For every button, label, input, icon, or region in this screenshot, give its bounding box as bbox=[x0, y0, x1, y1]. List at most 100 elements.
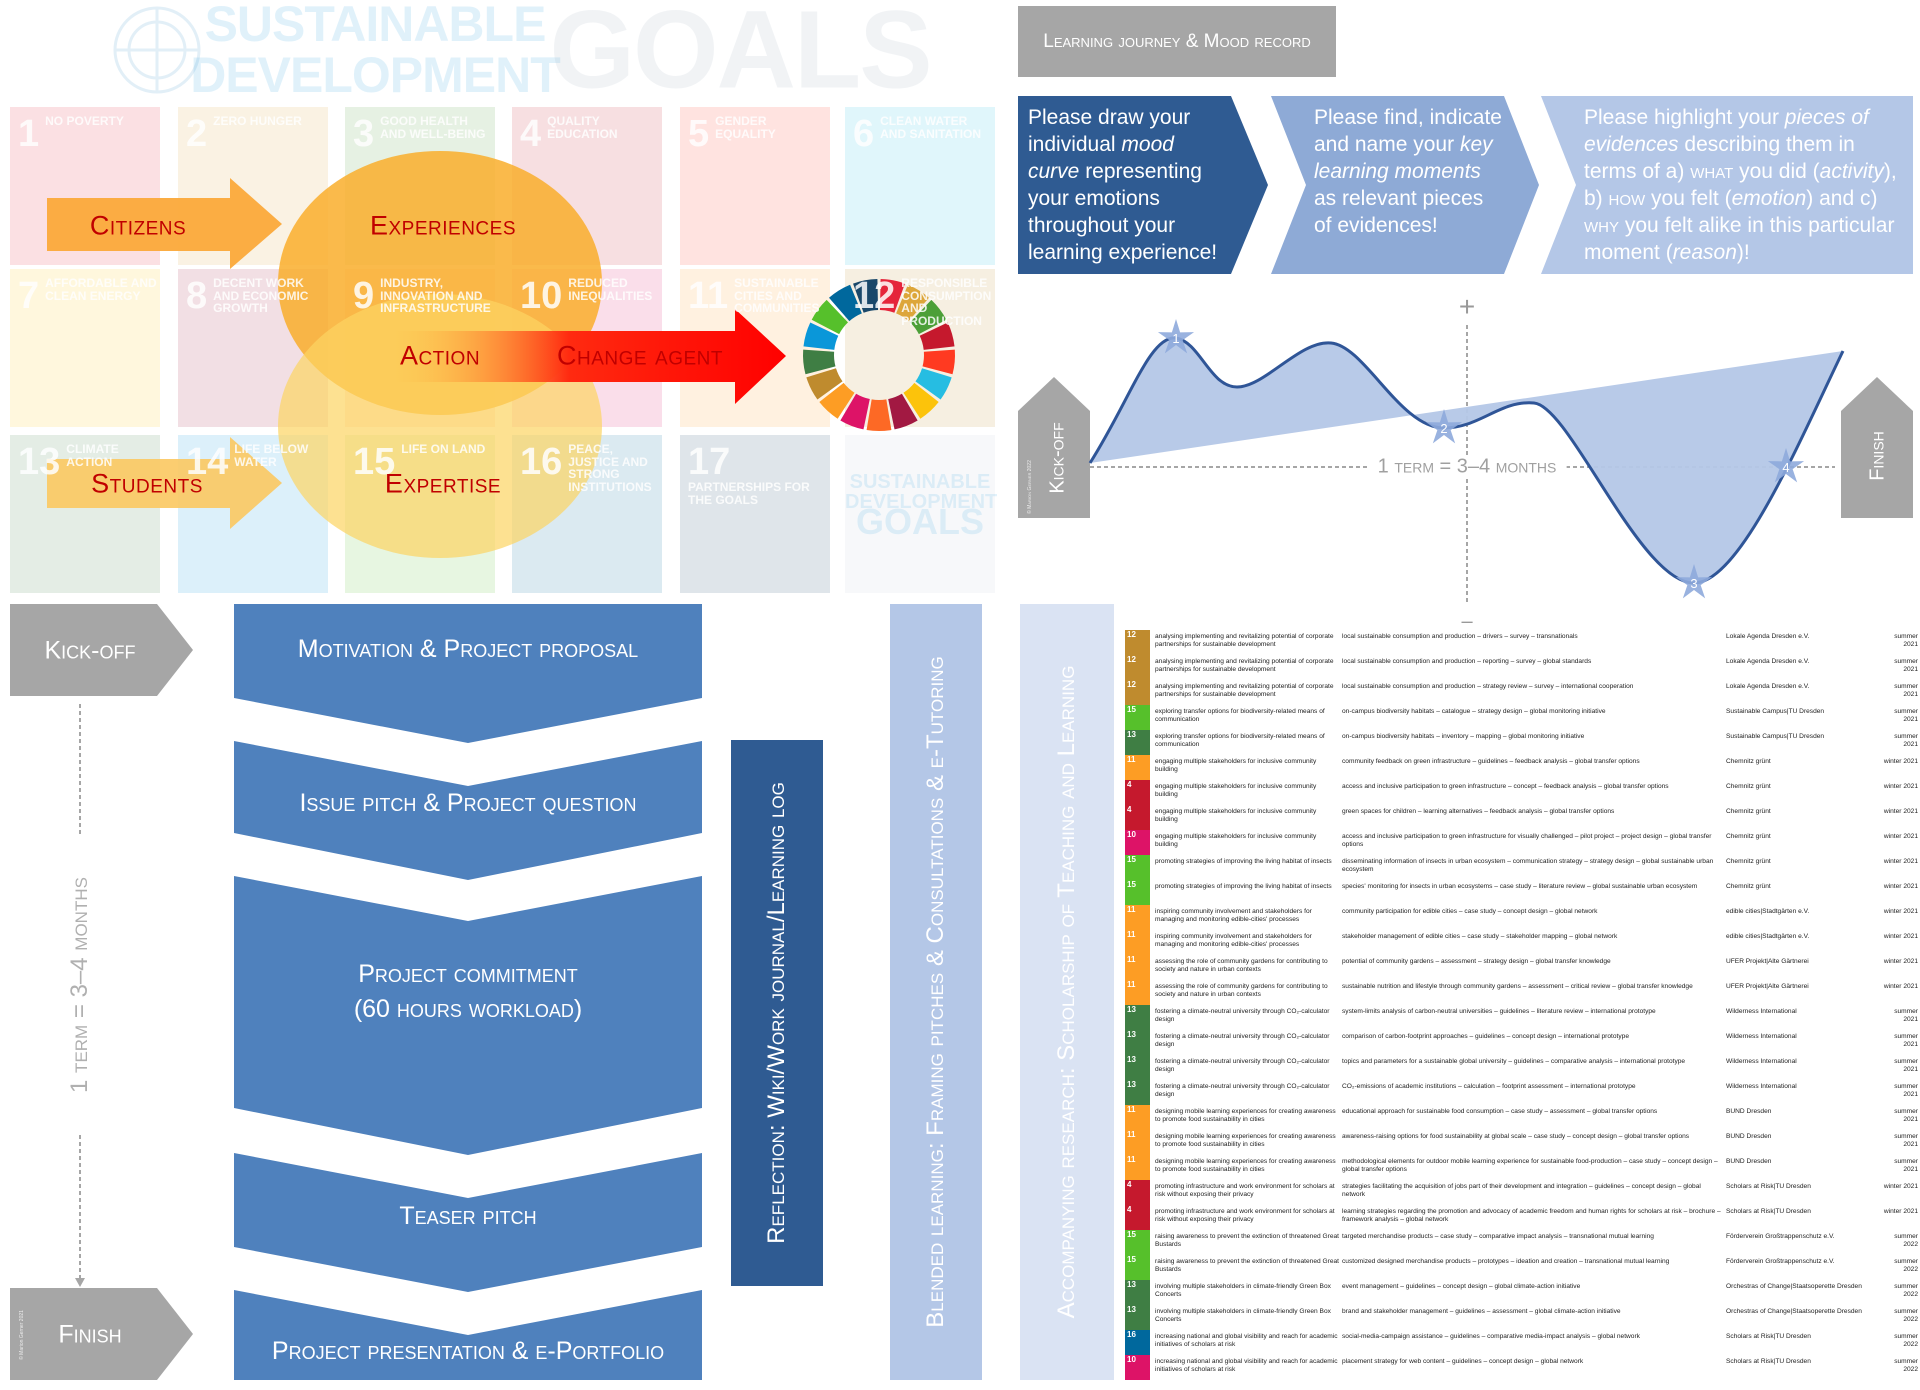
sdg-icon: 4 bbox=[1125, 1180, 1150, 1205]
s3n: reason bbox=[1672, 241, 1737, 264]
sdg-tile-text: Good health and well-being bbox=[380, 114, 486, 141]
sdg-wheel-segment bbox=[803, 322, 839, 350]
sdg-wheel-segment bbox=[853, 279, 879, 313]
s3c: describing them in terms of a) bbox=[1584, 133, 1855, 183]
sdg-tile-number: 9 bbox=[353, 275, 375, 317]
sdg-tile-label: 1No poverty bbox=[18, 115, 158, 153]
step2-pre: Please find, indicate and name your bbox=[1314, 106, 1502, 156]
partner-cell: Lokale Agenda Dresden e.V. bbox=[1726, 658, 1810, 665]
table-row: 11 designing mobile learning experiences … bbox=[1125, 1105, 1918, 1130]
activity-cell: engaging multiple stakeholders for inclu… bbox=[1155, 783, 1317, 799]
sdg-tile-label: 2Zero hunger bbox=[186, 115, 326, 153]
s3m: you felt alike in this particular moment… bbox=[1584, 214, 1895, 264]
sdg-icon: 11 bbox=[1125, 905, 1150, 930]
s3o: )! bbox=[1736, 241, 1750, 264]
process-finish-label: Finish bbox=[58, 1320, 122, 1349]
activity-cell: assessing the role of community gardens … bbox=[1155, 958, 1328, 974]
partner-cell: BUND Dresden bbox=[1726, 1133, 1772, 1140]
key-moment-number: 2 bbox=[1440, 421, 1447, 436]
activity-cell: inspiring community involvement and stak… bbox=[1155, 933, 1312, 949]
step1-pre: Please draw your individual bbox=[1028, 106, 1191, 156]
s3a: Please highlight your bbox=[1584, 106, 1785, 129]
sdg-icon: 15 bbox=[1125, 855, 1150, 880]
topic-cell: topics and parameters for a sustainable … bbox=[1342, 1058, 1686, 1065]
topic-cell: local sustainable consumption and produc… bbox=[1342, 658, 1592, 665]
sdg-icon: 15 bbox=[1125, 1255, 1150, 1280]
sdg-wheel-segment bbox=[903, 382, 939, 419]
activity-cell: increasing national and global visibilit… bbox=[1155, 1358, 1338, 1374]
process-kickoff-label: Kick-off bbox=[44, 636, 136, 665]
topic-cell: community feedback on green infrastructu… bbox=[1342, 758, 1640, 765]
activity-cell: fostering a climate-neutral university t… bbox=[1155, 1083, 1330, 1099]
sdg-tile-label: 16Peace, justice and strong institutions bbox=[520, 443, 660, 493]
sdg-tile bbox=[845, 435, 995, 593]
sdg-tile-number: 4 bbox=[520, 113, 542, 155]
mood-kickoff-arrow bbox=[1018, 377, 1090, 518]
sdg-icon: 12 bbox=[1125, 680, 1150, 705]
sdg-tile-text: Life below water bbox=[234, 442, 309, 469]
sdg-tile-label: 8Decent work and economic growth bbox=[186, 277, 326, 315]
sdg-tile-label: 7Affordable and clean energy bbox=[18, 277, 158, 315]
step3-box bbox=[1541, 96, 1913, 274]
citizens-label: Citizens bbox=[89, 210, 187, 241]
topic-cell: awareness-raising options for food susta… bbox=[1342, 1133, 1690, 1140]
sdg-banner-line1: SUSTAINABLE bbox=[204, 0, 547, 52]
sdg-wheel-segment bbox=[922, 349, 955, 375]
term-cell: summer 2021 bbox=[1894, 708, 1918, 724]
learning-journey-title: Learning journey & Mood record bbox=[1043, 31, 1311, 52]
term-cell: summer 2022 bbox=[1894, 1358, 1918, 1374]
sdg-wheel-segment bbox=[828, 284, 862, 322]
table-row: 11 assessing the role of community garden… bbox=[1125, 955, 1918, 980]
negative-mood-sign: – bbox=[1461, 610, 1473, 633]
change-agent-label: Change agent bbox=[556, 340, 724, 371]
key-moment-number: 4 bbox=[1782, 460, 1789, 475]
sdg-wheel-segment bbox=[803, 349, 836, 375]
key-moment-star-icon bbox=[1675, 564, 1713, 599]
topic-cell: customized designed merchandise products… bbox=[1342, 1258, 1670, 1265]
sdg-tile-label: 10Reduced inequalities bbox=[520, 277, 660, 315]
partner-cell: UFER Projekt|Alte Gärtnerei bbox=[1726, 958, 1809, 965]
topic-cell: CO₂-emissions of academic institutions –… bbox=[1342, 1083, 1636, 1090]
activity-cell: fostering a climate-neutral university t… bbox=[1155, 1008, 1330, 1024]
sdg-icon: 13 bbox=[1125, 1055, 1150, 1080]
partner-cell: Wilderness International bbox=[1726, 1058, 1797, 1065]
sdg-tile-text: Responsible consumption and production bbox=[901, 276, 992, 328]
activity-cell: analysing implementing and revitalizing … bbox=[1155, 658, 1334, 674]
mood-copyright: © Marion Gerner 2022 bbox=[1027, 460, 1033, 514]
partner-cell: Scholars at Risk|TU Dresden bbox=[1726, 1208, 1811, 1215]
s3b: pieces of evidences bbox=[1584, 106, 1869, 156]
partner-cell: Wilderness International bbox=[1726, 1083, 1797, 1090]
partner-cell: Sustainable Campus|TU Dresden bbox=[1726, 733, 1825, 740]
partner-cell: Chemnitz grünt bbox=[1726, 783, 1771, 790]
key-moment-number: 3 bbox=[1690, 576, 1697, 591]
sdg-wheel-segment bbox=[811, 299, 848, 335]
sdg-tile-text: Decent work and economic growth bbox=[213, 276, 309, 316]
blended-learning-label: Blended learning: Framing pitches & Cons… bbox=[922, 656, 949, 1328]
term-cell: winter 2021 bbox=[1883, 833, 1918, 840]
term-cell: summer 2021 bbox=[1894, 1133, 1918, 1149]
sdg-icon: 11 bbox=[1125, 955, 1150, 980]
topic-cell: community participation for edible citie… bbox=[1342, 908, 1598, 915]
mood-curve-area bbox=[1090, 337, 1843, 583]
sdg-icon: 13 bbox=[1125, 1030, 1150, 1055]
sdg-logo-line3: GOALS bbox=[855, 501, 984, 542]
partner-cell: Förderverein Großtrappenschutz e.V. bbox=[1726, 1258, 1835, 1265]
students-arrow bbox=[47, 437, 282, 529]
sdg-icon: 11 bbox=[1125, 755, 1150, 780]
sdg-icon: 11 bbox=[1125, 1105, 1150, 1130]
partner-cell: UFER Projekt|Alte Gärtnerei bbox=[1726, 983, 1809, 990]
sdg-icon: 10 bbox=[1125, 1355, 1150, 1380]
sdg-tile-number: 10 bbox=[520, 275, 563, 317]
partner-cell: edible cities|Stadtgärten e.V. bbox=[1726, 908, 1810, 915]
reflection-bar bbox=[731, 740, 823, 1286]
term-cell: winter 2021 bbox=[1883, 1183, 1918, 1190]
activity-cell: designing mobile learning experiences fo… bbox=[1155, 1108, 1336, 1124]
activity-cell: analysing implementing and revitalizing … bbox=[1155, 683, 1334, 699]
s3f: activity bbox=[1819, 160, 1884, 183]
blended-learning-bar bbox=[890, 604, 982, 1380]
